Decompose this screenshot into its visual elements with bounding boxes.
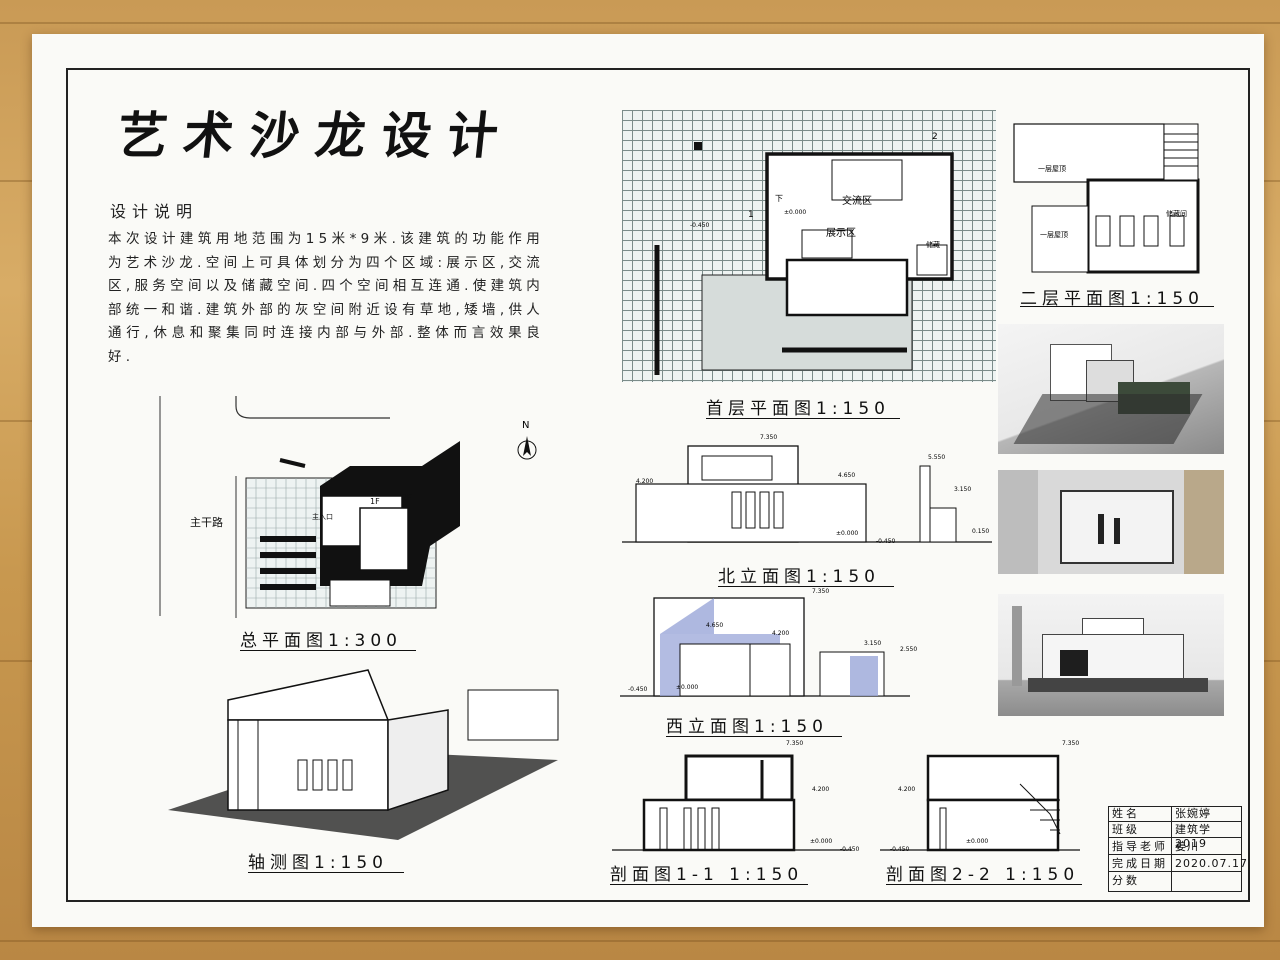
row-key: 分数 <box>1112 874 1140 887</box>
section1-level-4: -0.450 <box>840 846 860 853</box>
axonometric-caption: 轴测图1:150 <box>248 853 388 873</box>
west-elevation-drawing <box>620 597 910 697</box>
title-block-row: 班级 建筑学2019 <box>1109 823 1241 850</box>
description-text: 本次设计建筑用地范围为15米*9米.该建筑的功能作用为艺术沙龙.空间上可具体划分… <box>108 231 544 365</box>
north-elev-level-7: ±0.000 <box>836 530 859 537</box>
zone-storage: 储藏 <box>926 241 940 249</box>
west-elev-level-7: -0.450 <box>628 686 648 693</box>
description-heading: 设计说明 <box>110 202 199 221</box>
row-key: 班级 <box>1112 823 1140 836</box>
section2-level-4: -0.450 <box>890 846 910 853</box>
roof-label-2: 一层屋顶 <box>1040 231 1068 239</box>
north-elevation-caption: 北立面图1:150 <box>718 567 880 587</box>
north-elev-level-5: 3.150 <box>954 486 972 493</box>
section2-level-1: 7.350 <box>1062 740 1080 747</box>
north-elevation-drawing <box>622 445 992 543</box>
room-label: 储藏间 <box>1166 210 1187 218</box>
row-value: 2020.07.17 <box>1175 857 1248 870</box>
section2-level-2: 4.200 <box>898 786 916 793</box>
west-elev-level-6: ±0.000 <box>676 684 699 691</box>
section-1-caption: 剖面图1-1 1:150 <box>610 865 804 885</box>
render-interior-view <box>998 470 1224 574</box>
second-floor-plan-drawing <box>1013 123 1200 274</box>
section-mark-1: 1 <box>748 210 754 220</box>
north-elev-level-3: 4.650 <box>838 472 856 479</box>
site-label-entry: 主入口 <box>312 513 333 521</box>
section1-level-3: ±0.000 <box>810 838 833 845</box>
site-label-2f: 2F <box>402 493 412 502</box>
north-elev-level-4: 4.200 <box>636 478 654 485</box>
north-arrow-icon <box>517 436 537 460</box>
title-block-row: 指导老师 姜川 <box>1109 840 1241 855</box>
render-exterior-view <box>998 594 1224 716</box>
row-value: 姜川 <box>1175 840 1199 853</box>
title-block: 姓名 张婉婷 班级 建筑学2019 指导老师 姜川 完成日期 2020.07.1… <box>1108 806 1247 892</box>
axonometric-drawing <box>168 669 559 840</box>
west-elev-level-5: 2.550 <box>900 646 918 653</box>
north-elev-level-8: -0.450 <box>876 538 896 545</box>
site-plan-drawing <box>159 396 460 618</box>
board-title: 艺术沙龙设计 <box>114 106 517 165</box>
section-mark-2: 2 <box>932 132 938 142</box>
north-elev-level-2: 5.550 <box>928 454 946 461</box>
section2-level-3: ±0.000 <box>966 838 989 845</box>
ground-floor-plan-drawing <box>654 142 954 375</box>
zone-display: 展示区 <box>826 228 856 239</box>
west-elev-level-3: 4.200 <box>772 630 790 637</box>
section-2-2-drawing <box>880 754 1080 852</box>
section-2-caption: 剖面图2-2 1:150 <box>886 865 1080 885</box>
road-label: 主干路 <box>190 516 223 529</box>
drawing-frame <box>66 68 1250 902</box>
row-key: 指导老师 <box>1112 840 1168 853</box>
plan-elev-1: ±0.000 <box>784 209 807 216</box>
section1-level-2: 4.200 <box>812 786 830 793</box>
section1-level-1: 7.350 <box>786 740 804 747</box>
site-label-1f: 1F <box>370 497 380 506</box>
title-block-row: 姓名 张婉婷 <box>1109 807 1241 822</box>
west-elevation-caption: 西立面图1:150 <box>666 717 828 737</box>
north-elev-level-6: 0.150 <box>972 528 990 535</box>
plan-elev-2: -0.450 <box>690 222 710 229</box>
second-plan-caption: 二层平面图1:150 <box>1020 289 1204 309</box>
section-1-1-drawing <box>612 754 852 852</box>
ground-plan-caption: 首层平面图1:150 <box>706 399 890 419</box>
roof-label-1: 一层屋顶 <box>1038 165 1066 173</box>
render-aerial-view <box>998 324 1224 454</box>
title-block-row: 完成日期 2020.07.17 <box>1109 857 1247 872</box>
zone-exchange: 交流区 <box>842 196 872 207</box>
site-plan-caption: 总平面图1:300 <box>240 631 402 651</box>
row-value: 建筑学2019 <box>1175 823 1211 850</box>
label-down: 下 <box>775 194 783 203</box>
west-elev-level-1: 7.350 <box>812 588 830 595</box>
west-elev-level-2: 4.650 <box>706 622 724 629</box>
row-value: 张婉婷 <box>1175 807 1211 820</box>
north-label: N <box>522 420 530 431</box>
title-block-row: 分数 <box>1109 874 1241 888</box>
west-elev-level-4: 3.150 <box>864 640 882 647</box>
row-key: 完成日期 <box>1112 857 1168 870</box>
row-key: 姓名 <box>1112 807 1140 820</box>
north-elev-level-1: 7.350 <box>760 434 778 441</box>
